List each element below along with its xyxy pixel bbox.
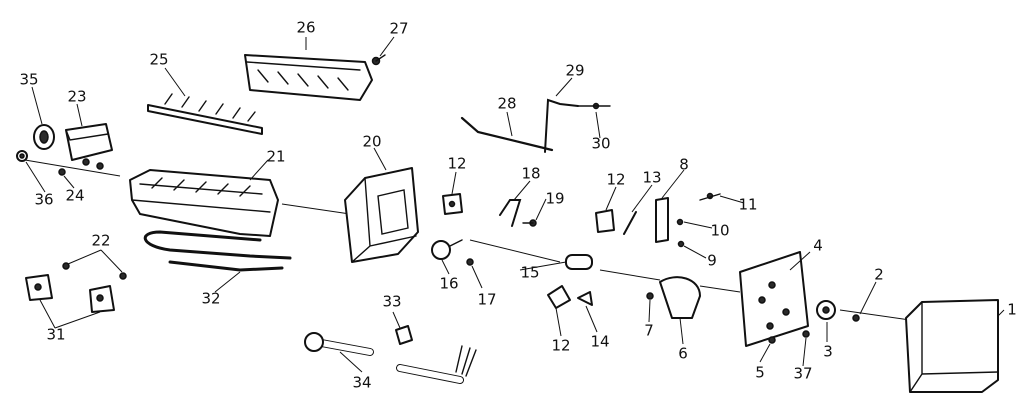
part-9-screw [677, 240, 685, 248]
callout-26: 26 [296, 19, 315, 37]
callout-9: 9 [707, 252, 717, 270]
part-24-screw [58, 168, 66, 176]
part-29-wire [544, 98, 579, 153]
part-33-clamp [395, 325, 413, 345]
callout-34: 34 [352, 374, 371, 392]
callout-13: 13 [642, 169, 661, 187]
callout-18: 18 [521, 165, 540, 183]
part-32-heater [143, 230, 292, 272]
callout-8: 8 [679, 156, 689, 174]
callout-11: 11 [738, 196, 757, 214]
part-31-brackets [25, 274, 115, 313]
part-27-screw [371, 54, 386, 66]
callout-12-lower: 12 [551, 337, 570, 355]
part-37-nut [802, 330, 810, 338]
part-23-fill-cup [65, 123, 113, 170]
part-30-clip [577, 102, 611, 110]
callout-17: 17 [477, 291, 496, 309]
callout-23: 23 [67, 88, 86, 106]
part-12-switch-upper [442, 193, 463, 215]
callout-21: 21 [266, 148, 285, 166]
callout-12-upper: 12 [447, 155, 466, 173]
callout-16: 16 [439, 275, 458, 293]
part-20-housing [344, 167, 419, 263]
callout-4: 4 [813, 237, 823, 255]
callout-10: 10 [710, 222, 729, 240]
callout-20: 20 [362, 133, 381, 151]
assembly-axis [24, 159, 911, 321]
callout-5: 5 [755, 364, 765, 382]
callout-29: 29 [565, 62, 584, 80]
part-10-screw [676, 218, 684, 226]
part-1-front-cover [905, 299, 999, 393]
part-34-harness [304, 332, 477, 384]
part-14-clip [577, 291, 593, 306]
callout-14: 14 [590, 333, 609, 351]
part-28-shutoff-arm [460, 116, 554, 152]
callout-3: 3 [823, 343, 833, 361]
part-3-bushing [816, 300, 836, 320]
part-11-screw [699, 192, 721, 201]
callout-22: 22 [91, 232, 110, 250]
callout-25: 25 [149, 51, 168, 69]
part-12-switch-right [595, 209, 615, 233]
part-21-ice-mold [129, 169, 279, 237]
part-15-gear [565, 254, 593, 270]
callout-28: 28 [497, 95, 516, 113]
callout-labels: 1 2 3 4 5 6 7 8 9 10 11 12 12 12 13 14 1… [19, 19, 1016, 392]
part-8-bracket [655, 197, 669, 243]
callout-6: 6 [678, 345, 688, 363]
callout-24: 24 [65, 187, 84, 205]
part-19-screw [522, 219, 537, 227]
part-22-screws [62, 262, 127, 280]
part-16-motor [431, 239, 463, 260]
part-26-cover [244, 54, 373, 101]
part-17-screw [466, 258, 474, 266]
callout-7: 7 [644, 322, 654, 340]
callout-37: 37 [793, 365, 812, 383]
part-7-screw [646, 292, 654, 300]
part-18-lever [499, 199, 522, 227]
callout-31: 31 [46, 326, 65, 344]
callout-15: 15 [520, 264, 539, 282]
part-13-spring [623, 211, 637, 235]
callout-33: 33 [382, 293, 401, 311]
part-36-nut [16, 150, 28, 162]
callout-1: 1 [1007, 301, 1017, 319]
callout-19: 19 [545, 190, 564, 208]
part-4-plate [739, 251, 809, 347]
part-25-ejector [147, 93, 263, 135]
part-5-screw [768, 336, 776, 344]
callout-30: 30 [591, 135, 610, 153]
callout-32: 32 [201, 290, 220, 308]
callout-35: 35 [19, 71, 38, 89]
callout-12-right: 12 [606, 171, 625, 189]
part-12-switch-lower [547, 285, 571, 309]
part-35-grommet [33, 124, 55, 150]
callout-36: 36 [34, 191, 53, 209]
callout-27: 27 [389, 20, 408, 38]
callout-2: 2 [874, 266, 884, 284]
leader-lines [25, 36, 1005, 373]
part-2-screw [852, 314, 860, 322]
part-6-motor-cover [659, 276, 701, 319]
